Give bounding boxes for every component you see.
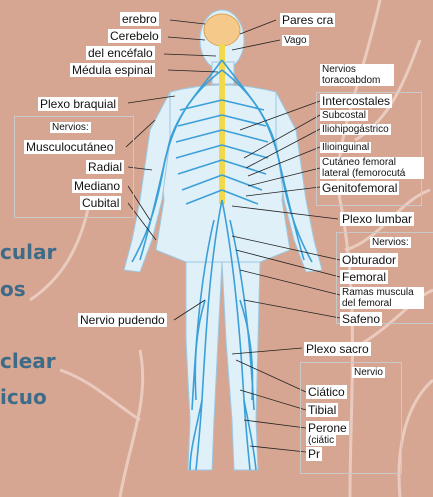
- label-nervios-toracoabdominales: Nervios toracoabdom: [320, 64, 394, 86]
- label-cubital: Cubital: [80, 196, 121, 210]
- label-safeno: Safeno: [340, 312, 382, 326]
- background-word-2: os: [0, 277, 26, 301]
- label-obturador: Obturador: [340, 253, 398, 267]
- label-ramas-musculares: Ramas muscula del femoral: [340, 287, 424, 309]
- label-nervios-right: Nervios:: [370, 237, 411, 248]
- label-ilioinguinal: Ilioinguinal: [320, 142, 371, 153]
- label-nervios-sacro: Nervio: [352, 367, 385, 378]
- label-cutaneo-femoral: Cutáneo femoral lateral (femorocutá: [320, 157, 424, 179]
- label-cerebelo: Cerebelo: [108, 29, 161, 43]
- label-ciatico-paren: (ciátic: [306, 435, 336, 446]
- label-tronco-encefalo: del encéfalo: [86, 46, 155, 60]
- label-intercostales: Intercostales: [320, 94, 392, 108]
- label-femoral: Femoral: [340, 270, 388, 284]
- label-genitofemoral: Genitofemoral: [320, 181, 399, 195]
- brain-shape: [204, 14, 240, 46]
- background-word-4: icuo: [0, 385, 47, 409]
- label-iliohipogastrico: Iliohipogástrico: [320, 124, 391, 135]
- background-word-1: cular: [0, 240, 56, 264]
- label-tibial: Tibial: [306, 403, 338, 417]
- label-nervio-pudendo: Nervio pudendo: [78, 313, 167, 327]
- label-radial: Radial: [86, 160, 124, 174]
- label-subcostal: Subcostal: [320, 110, 368, 121]
- label-plexo-sacro: Plexo sacro: [304, 342, 371, 356]
- spinal-cord: [219, 44, 225, 204]
- label-vago: Vago: [282, 35, 309, 46]
- label-musculocutaneo: Musculocutáneo: [24, 140, 115, 154]
- label-pares-craneales: Pares cra: [280, 13, 335, 27]
- label-plexo-lumbar: Plexo lumbar: [340, 212, 414, 226]
- label-pr: Pr: [306, 447, 322, 461]
- label-perone: Perone: [306, 421, 349, 435]
- label-medula-espinal: Médula espinal: [70, 63, 155, 77]
- label-mediano: Mediano: [72, 179, 122, 193]
- label-nervios-left: Nervios:: [50, 122, 91, 133]
- label-ciatico: Ciático: [306, 385, 347, 399]
- label-cerebro: erebro: [120, 12, 159, 26]
- label-plexo-braquial: Plexo braquial: [38, 97, 118, 111]
- background-word-3: clear: [0, 349, 56, 373]
